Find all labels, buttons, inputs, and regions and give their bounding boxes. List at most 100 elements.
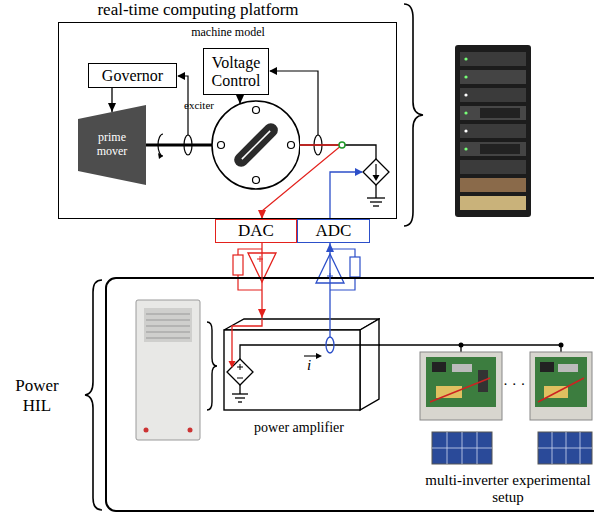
rotor-bar <box>231 120 280 169</box>
stator-slot <box>218 142 225 149</box>
server-rack-part <box>464 57 467 60</box>
terminal-marker-part <box>339 142 345 148</box>
arrowhead <box>326 243 334 252</box>
current-source-symbol-part <box>373 205 379 206</box>
rotor <box>231 120 280 169</box>
output-bus-part <box>559 343 564 348</box>
server-rack-part <box>480 144 520 154</box>
adc-opamp-part <box>350 257 360 277</box>
node-text: Governor <box>102 67 163 85</box>
inverter-photo-part <box>530 352 592 420</box>
power-hil-brace <box>85 280 102 510</box>
inverter-photo-part <box>430 378 490 402</box>
arrowhead <box>108 103 116 112</box>
amplifier-cabinet-part <box>146 314 190 315</box>
node-text: machine model <box>158 26 298 40</box>
generator-symbol <box>184 99 300 191</box>
current-source-symbol-part <box>375 185 376 198</box>
box-front <box>224 330 360 410</box>
solar-panel <box>432 432 592 464</box>
connector <box>108 88 116 112</box>
inverter-photo-part <box>420 352 502 420</box>
node-text: DAC <box>238 221 274 240</box>
connector-line <box>329 243 330 318</box>
governor-box: Governor <box>88 63 177 88</box>
generator-outline <box>212 101 300 189</box>
adc-signal-wire <box>330 172 362 219</box>
minus-sign <box>237 378 243 379</box>
rotation-arrow <box>158 134 163 159</box>
current-source-symbol-part <box>375 164 376 176</box>
output-bus <box>372 343 564 353</box>
group-label: Power HIL <box>4 376 70 415</box>
prime-mover-text-holder: prime mover <box>78 105 146 185</box>
adc-opamp <box>316 249 360 290</box>
platform-brace <box>404 4 423 226</box>
server-rack-part <box>480 108 520 118</box>
amplifier-cabinet-part <box>144 308 192 342</box>
solar-panel-part <box>538 432 592 464</box>
current-source-symbol-part <box>367 197 385 198</box>
solar-panel-part <box>477 432 478 464</box>
reference-wire <box>232 319 262 363</box>
solar-panel-part <box>538 448 592 449</box>
solar-panel-part <box>447 432 448 464</box>
setup-label: multi-inverter experimental setup <box>424 472 592 507</box>
platform-group: real-time computing platform machine mode… <box>58 0 397 219</box>
server-rack-part <box>464 129 467 132</box>
solar-panel-part <box>552 432 553 464</box>
shaft <box>146 145 213 146</box>
box-side <box>360 319 379 410</box>
output-bus-part <box>459 343 464 348</box>
adc-opamp-part <box>330 249 355 257</box>
box-top <box>224 319 379 330</box>
arrowhead <box>258 309 266 318</box>
dac-opamp-part <box>233 255 243 275</box>
node-text: power amplifier <box>218 420 380 436</box>
server-rack-part <box>460 178 526 192</box>
server-rack-part <box>464 93 467 96</box>
rotor-line <box>242 131 270 159</box>
amplifier-cabinet-part <box>146 320 190 321</box>
dac-opamp-part <box>260 256 261 262</box>
server-rack-part <box>464 75 467 78</box>
reference-arrowhead <box>229 361 236 368</box>
inverter-photo-part <box>535 357 587 407</box>
current-source-symbol-part <box>370 201 382 202</box>
node-text: real-time computing platform <box>78 0 318 20</box>
server-rack-part <box>464 147 467 150</box>
stator-slot <box>253 107 260 114</box>
prime-mover-body <box>78 105 146 185</box>
amplifier-cabinet <box>136 300 200 440</box>
current-arrowhead <box>316 353 322 359</box>
inverter-photo <box>420 352 592 420</box>
dac-opamp <box>233 249 276 290</box>
inverter-photo-part <box>540 362 554 372</box>
solar-panel-part <box>580 432 581 464</box>
inverter-photo-part <box>432 362 446 372</box>
arrowhead <box>258 210 266 219</box>
plus-sign <box>240 364 241 370</box>
ground <box>232 393 248 394</box>
server-rack-part <box>460 106 526 120</box>
amplifier-cabinet-part <box>136 300 200 440</box>
amplifier-cabinet-part <box>146 338 190 339</box>
inverter-photo-part <box>452 364 472 372</box>
dac-box: DAC <box>215 219 297 243</box>
speed-sensor <box>184 135 192 155</box>
inverter-photo-part <box>436 386 462 398</box>
connector <box>258 243 266 318</box>
current-source-symbol-part <box>363 159 389 185</box>
server-rack-part <box>460 196 526 210</box>
amplifier-cabinet-part <box>144 428 149 433</box>
voltage-source <box>227 359 253 385</box>
connector-line <box>261 243 262 318</box>
node-text: exciter <box>184 99 214 112</box>
amplifier-brace <box>207 322 217 410</box>
ground <box>239 385 240 394</box>
shaft-part <box>146 144 213 147</box>
